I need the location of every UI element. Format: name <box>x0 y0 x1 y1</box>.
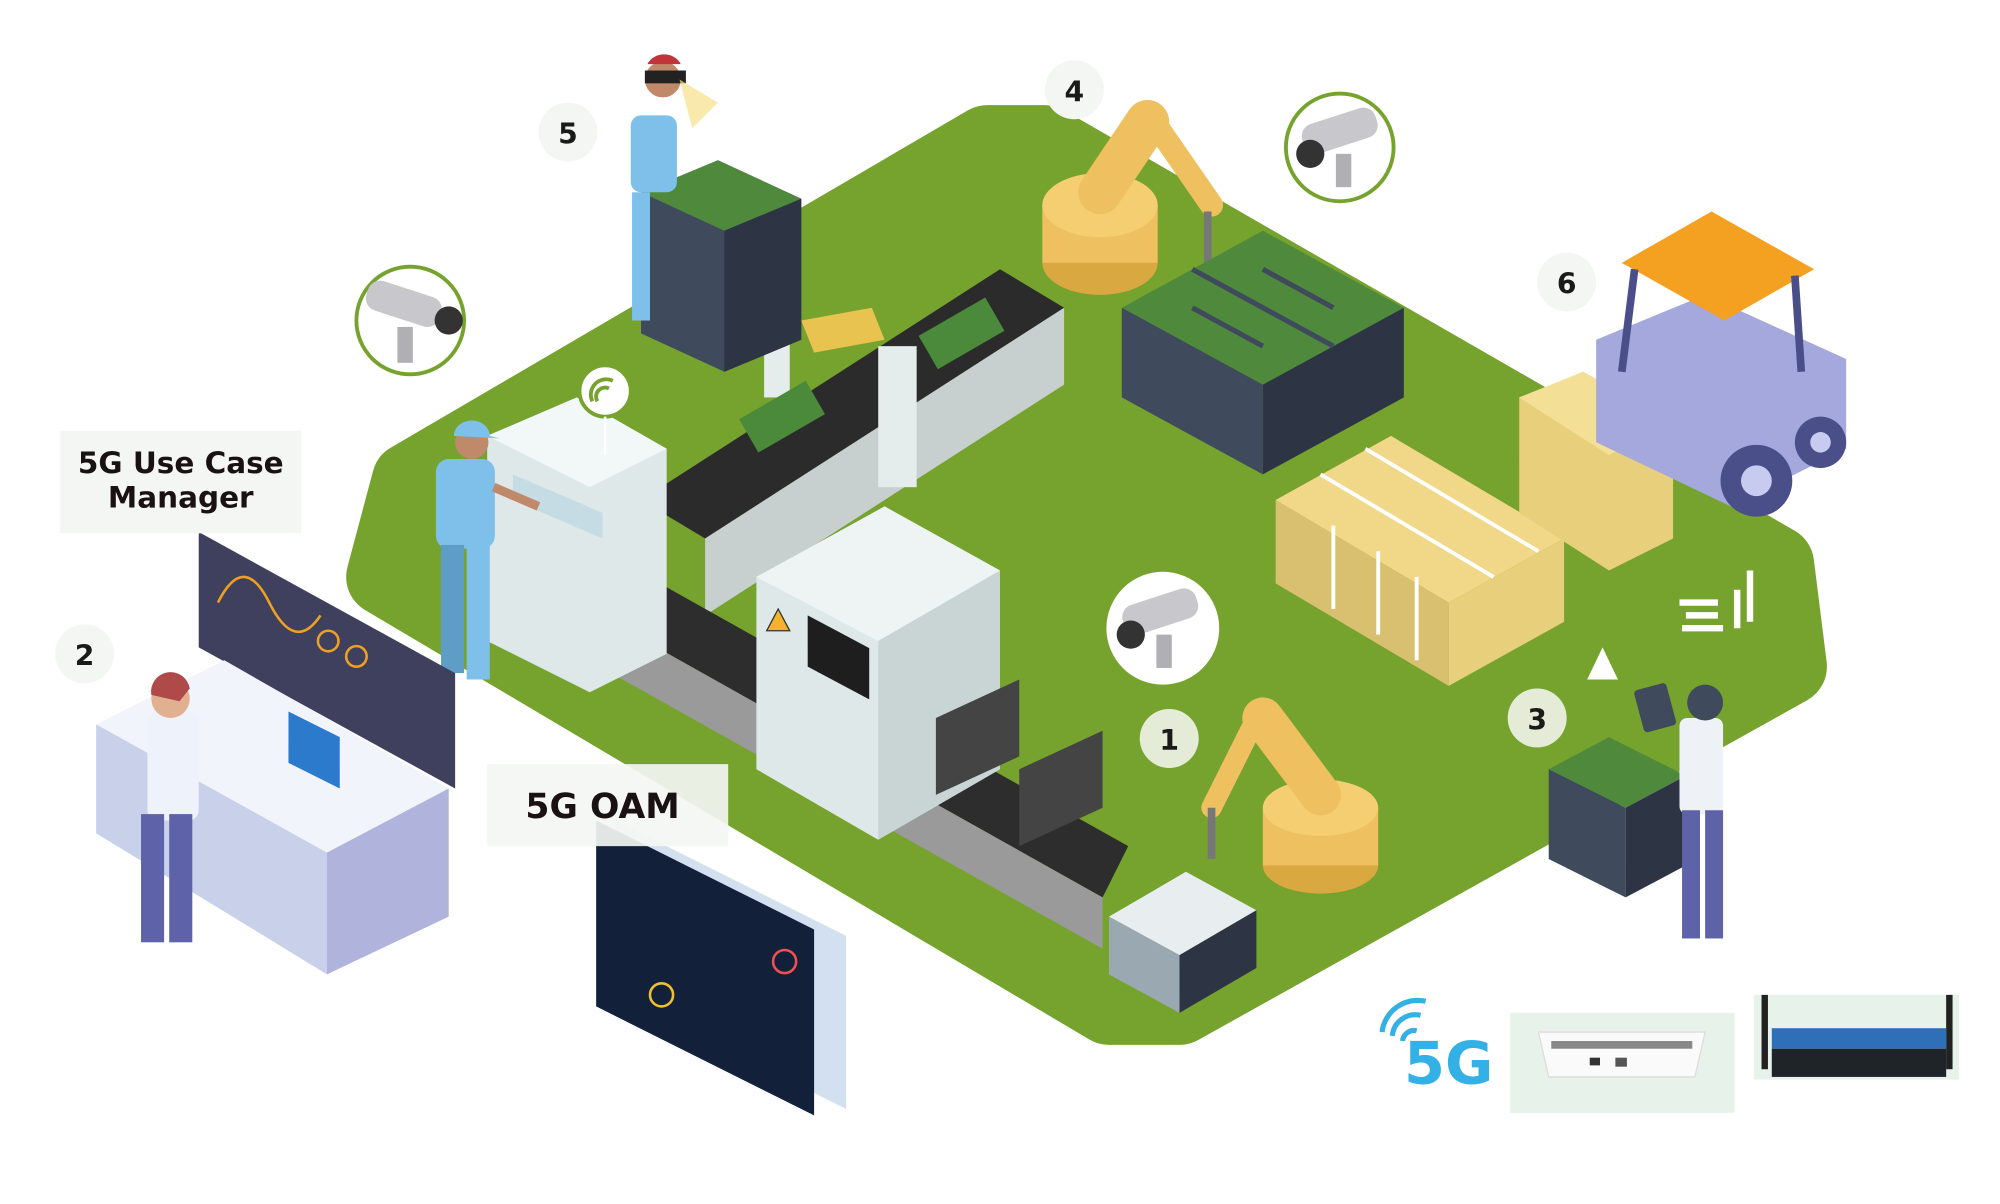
forklift <box>1596 211 1847 517</box>
pcb-bin <box>1121 230 1404 475</box>
use-case-manager-label: Manager <box>108 481 254 515</box>
marker-6: 6 <box>1537 252 1597 312</box>
marker-2: 2 <box>55 624 115 684</box>
pcb-station <box>641 160 802 372</box>
5g-logo: 5G <box>1379 997 1493 1097</box>
5g-router-device <box>1753 994 1959 1080</box>
tablet-station <box>1548 570 1754 939</box>
oam-label: 5G OAM <box>525 787 679 827</box>
warning-icon <box>765 607 791 632</box>
marker-1: 1 <box>1139 708 1199 768</box>
warning-icon <box>1587 647 1618 680</box>
control-desk <box>96 532 456 975</box>
5g-signal-icon <box>1379 997 1427 1042</box>
5g-indoor-radio-device <box>1510 1012 1735 1113</box>
worker-ar-headset <box>630 54 718 321</box>
battery-crate <box>1108 871 1257 1013</box>
worker-operator <box>435 420 541 680</box>
svg-text:5: 5 <box>558 118 578 151</box>
svg-text:6: 6 <box>1557 268 1577 301</box>
marker-3: 3 <box>1507 688 1567 748</box>
inspection-machine <box>487 397 667 693</box>
cctv-camera-icon <box>354 264 467 377</box>
marker-5: 5 <box>538 102 598 162</box>
svg-text:4: 4 <box>1065 75 1085 108</box>
use-case-manager-label-bg <box>60 430 302 534</box>
robot-arm-back <box>1042 100 1224 295</box>
oam-dashboard <box>596 820 847 1116</box>
robot-arm-front <box>1201 697 1379 894</box>
svg-text:5G: 5G <box>1404 1028 1493 1097</box>
assembly-machine <box>756 506 1103 847</box>
oam-label-bg <box>487 764 729 847</box>
svg-text:3: 3 <box>1527 703 1547 736</box>
marker-4: 4 <box>1044 60 1104 120</box>
svg-text:2: 2 <box>75 639 95 672</box>
svg-text:1: 1 <box>1159 724 1179 757</box>
wifi-signal-icon <box>577 363 633 456</box>
cctv-camera-icon <box>1106 571 1220 685</box>
cctv-camera-icon <box>1283 91 1396 204</box>
use-case-manager-label: 5G Use Case <box>78 446 284 480</box>
